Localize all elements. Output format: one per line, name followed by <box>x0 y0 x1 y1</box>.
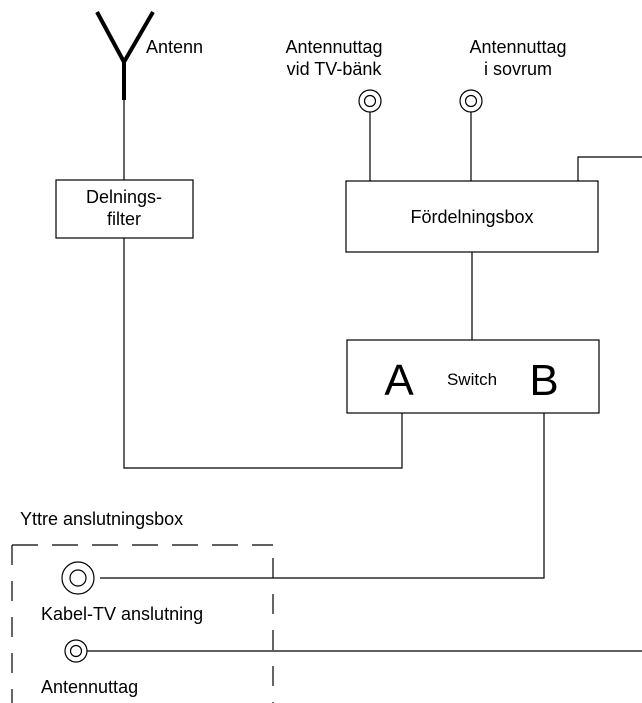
antenna-label: Antenn <box>146 37 203 57</box>
antenna-icon <box>95 10 155 100</box>
splitter-label-line1: Delnings- <box>86 187 162 207</box>
outlet-tv-bench-label-line2: vid TV-bänk <box>287 59 383 79</box>
splitter-box <box>55 179 194 239</box>
outlet-bedroom-label-line1: Antennuttag <box>469 37 566 57</box>
switch-label: Switch <box>447 370 497 389</box>
distribution-box <box>345 180 599 253</box>
distribution-box-outgoing-cable <box>577 156 642 181</box>
antenna-outlet-connector-icon <box>64 639 88 663</box>
outlet-tv-bench-label-line1: Antennuttag <box>285 37 382 57</box>
outlet-bedroom-label-line2: i sovrum <box>484 59 552 79</box>
cable-tv-label: Kabel-TV anslutning <box>41 604 203 624</box>
cable-tv-connector-icon <box>61 561 95 595</box>
splitter-label-line2: filter <box>107 209 141 229</box>
outer-box-title: Yttre anslutningsbox <box>20 509 183 529</box>
antenna-outlet-label: Antennuttag <box>41 677 138 697</box>
switch-b-to-cable-tv-cable <box>100 413 545 579</box>
switch-port-b-label: B <box>529 356 558 405</box>
outlet-bedroom-icon <box>459 89 483 113</box>
distribution-box-label: Fördelningsbox <box>410 207 533 227</box>
switch-port-a-label: A <box>384 356 414 405</box>
outlet-tv-bench-icon <box>358 89 382 113</box>
splitter-to-switch-a-cable <box>123 238 403 469</box>
switch-box <box>346 339 600 414</box>
